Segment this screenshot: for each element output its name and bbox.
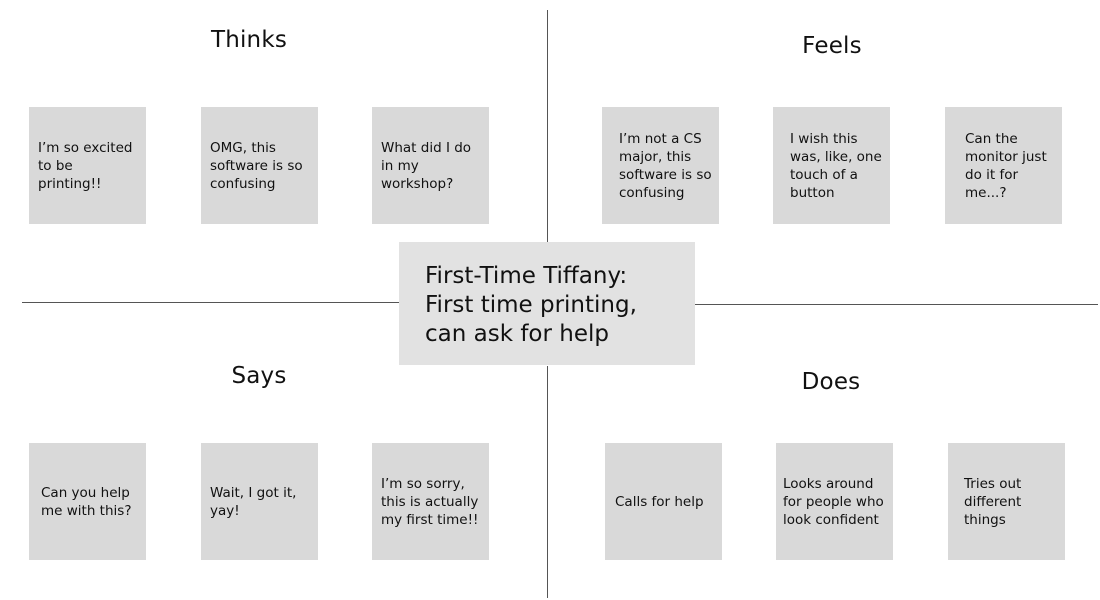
says-heading: Says <box>231 363 287 389</box>
sticky-note-text: What did I do in my workshop? <box>381 139 472 192</box>
horizontal-divider-left <box>22 302 399 303</box>
does-sticky-note[interactable]: Tries out different things <box>948 443 1065 560</box>
says-sticky-note[interactable]: Can you help me with this? <box>29 443 146 560</box>
feels-heading: Feels <box>802 33 862 59</box>
feels-sticky-note[interactable]: Can the monitor just do it for me...? <box>945 107 1062 224</box>
does-sticky-note[interactable]: Calls for help <box>605 443 722 560</box>
persona-description-line: can ask for help <box>425 321 609 347</box>
persona-description-line: First time printing, <box>425 292 637 318</box>
feels-sticky-note[interactable]: I’m not a CS major, this software is so … <box>602 107 719 224</box>
horizontal-divider-right <box>695 304 1098 305</box>
does-heading: Does <box>801 369 861 395</box>
says-sticky-note[interactable]: I’m so sorry, this is actually my first … <box>372 443 489 560</box>
persona-title: First-Time Tiffany: <box>425 263 628 289</box>
thinks-sticky-note[interactable]: I’m so excited to be printing!! <box>29 107 146 224</box>
sticky-note-text: I’m so excited to be printing!! <box>38 139 133 192</box>
sticky-note-text: Wait, I got it, yay! <box>210 484 297 519</box>
sticky-note-text: OMG, this software is so confusing <box>210 139 303 192</box>
sticky-note-text: I’m not a CS major, this software is so … <box>619 130 712 201</box>
feels-sticky-note[interactable]: I wish this was, like, one touch of a bu… <box>773 107 890 224</box>
sticky-note-text: Can you help me with this? <box>41 484 132 519</box>
thinks-sticky-note[interactable]: What did I do in my workshop? <box>372 107 489 224</box>
persona-card[interactable]: First-Time Tiffany: First time printing,… <box>399 242 695 365</box>
sticky-note-text: Looks around for people who look confide… <box>783 475 884 528</box>
thinks-heading: Thinks <box>210 27 288 53</box>
thinks-sticky-note[interactable]: OMG, this software is so confusing <box>201 107 318 224</box>
sticky-note-text: Calls for help <box>615 493 704 510</box>
sticky-note-text: I’m so sorry, this is actually my first … <box>381 475 479 528</box>
vertical-divider-bottom <box>547 366 548 598</box>
sticky-note-text: Can the monitor just do it for me...? <box>965 130 1047 201</box>
does-sticky-note[interactable]: Looks around for people who look confide… <box>776 443 893 560</box>
says-sticky-note[interactable]: Wait, I got it, yay! <box>201 443 318 560</box>
sticky-note-text: I wish this was, like, one touch of a bu… <box>790 130 882 201</box>
sticky-note-text: Tries out different things <box>964 475 1022 528</box>
vertical-divider-top <box>547 10 548 243</box>
